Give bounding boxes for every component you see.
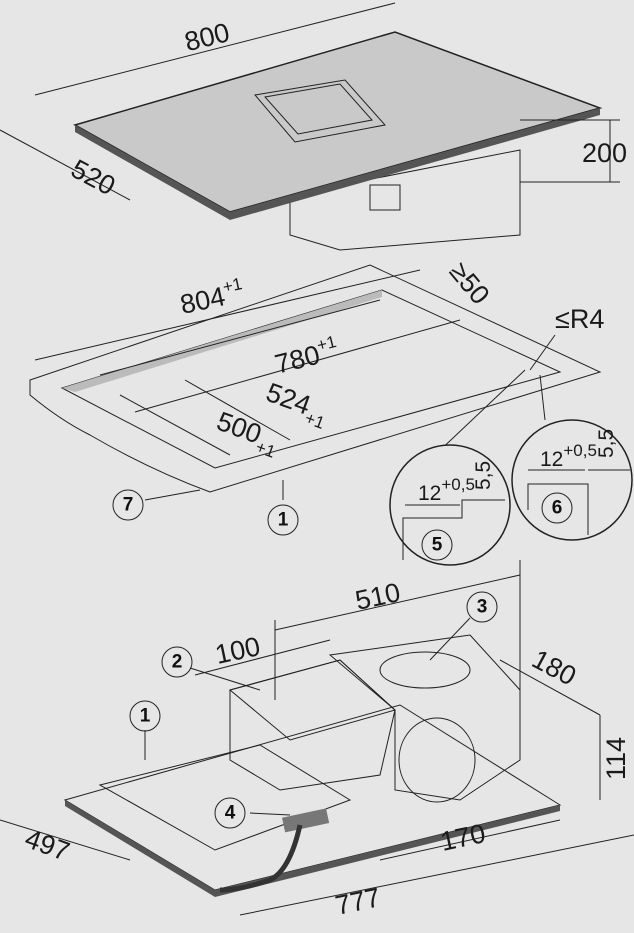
- fan-depth-label: 180: [527, 644, 581, 692]
- detail-6-rebate: 12: [540, 448, 563, 471]
- detail-5-depth: 5,5: [472, 461, 495, 490]
- svg-text:12+0,5: 12+0,5: [540, 441, 597, 471]
- svg-text:1: 1: [140, 706, 151, 727]
- svg-text:500+1: 500+1: [211, 406, 284, 462]
- callout-6: 6: [541, 492, 573, 524]
- svg-text:7: 7: [123, 495, 134, 516]
- svg-text:5: 5: [432, 535, 443, 556]
- plate-depth-label: 497: [21, 823, 74, 867]
- inner-width-tol: +1: [315, 332, 338, 355]
- svg-text:6: 6: [552, 498, 563, 519]
- fan-unit-dimensions: 510 100 180 114 497 170 777: [0, 560, 634, 921]
- detail-5-rebate-tol: +0,5: [441, 475, 475, 494]
- callout-2: 2: [161, 646, 193, 678]
- hob-height-label: 200: [582, 138, 627, 168]
- detail-5: 12+0,5 5,5: [389, 369, 526, 566]
- callout-7: 7: [112, 489, 144, 521]
- min-edge-label: ≥50: [444, 256, 496, 310]
- hob-drawing: [73, 31, 603, 251]
- unit-length-label: 510: [353, 577, 403, 616]
- cutout-width-tol: +1: [221, 274, 244, 297]
- callout-1-countertop: 1: [267, 504, 299, 536]
- cutout-width-label: 804: [178, 281, 228, 320]
- callouts: 7 1 5 6 3 2 1 4: [112, 489, 573, 829]
- callout-5: 5: [421, 529, 453, 561]
- countertop-drawing: [29, 264, 602, 493]
- detail-5-rebate: 12: [418, 482, 441, 505]
- unit-offset-label: 100: [213, 631, 263, 670]
- fan-unit-drawing: [63, 634, 562, 897]
- detail-6-depth: 5,5: [595, 429, 618, 458]
- svg-text:524+1: 524+1: [260, 377, 333, 433]
- plate-width-label: 777: [333, 882, 383, 921]
- svg-text:3: 3: [477, 597, 488, 618]
- inner-width-label: 780: [272, 340, 323, 380]
- detail-6-rebate-tol: +0,5: [563, 441, 597, 460]
- svg-text:4: 4: [225, 803, 236, 824]
- callout-1-unit: 1: [129, 700, 161, 732]
- hob-dimensions: 800 520 200: [0, 2, 627, 202]
- svg-text:2: 2: [172, 652, 183, 673]
- radius-label: ≤R4: [555, 304, 604, 334]
- callout-4: 4: [214, 797, 246, 829]
- svg-text:1: 1: [278, 510, 289, 531]
- fan-offset-label: 170: [438, 818, 488, 857]
- unit-height-label: 114: [601, 737, 631, 780]
- svg-text:12+0,5: 12+0,5: [418, 475, 475, 505]
- svg-text:780+1: 780+1: [271, 332, 342, 380]
- callout-3: 3: [466, 591, 498, 623]
- hob-depth-label: 520: [66, 154, 120, 202]
- detail-6: 12+0,5 5,5: [511, 374, 633, 541]
- hob-width-label: 800: [182, 17, 233, 57]
